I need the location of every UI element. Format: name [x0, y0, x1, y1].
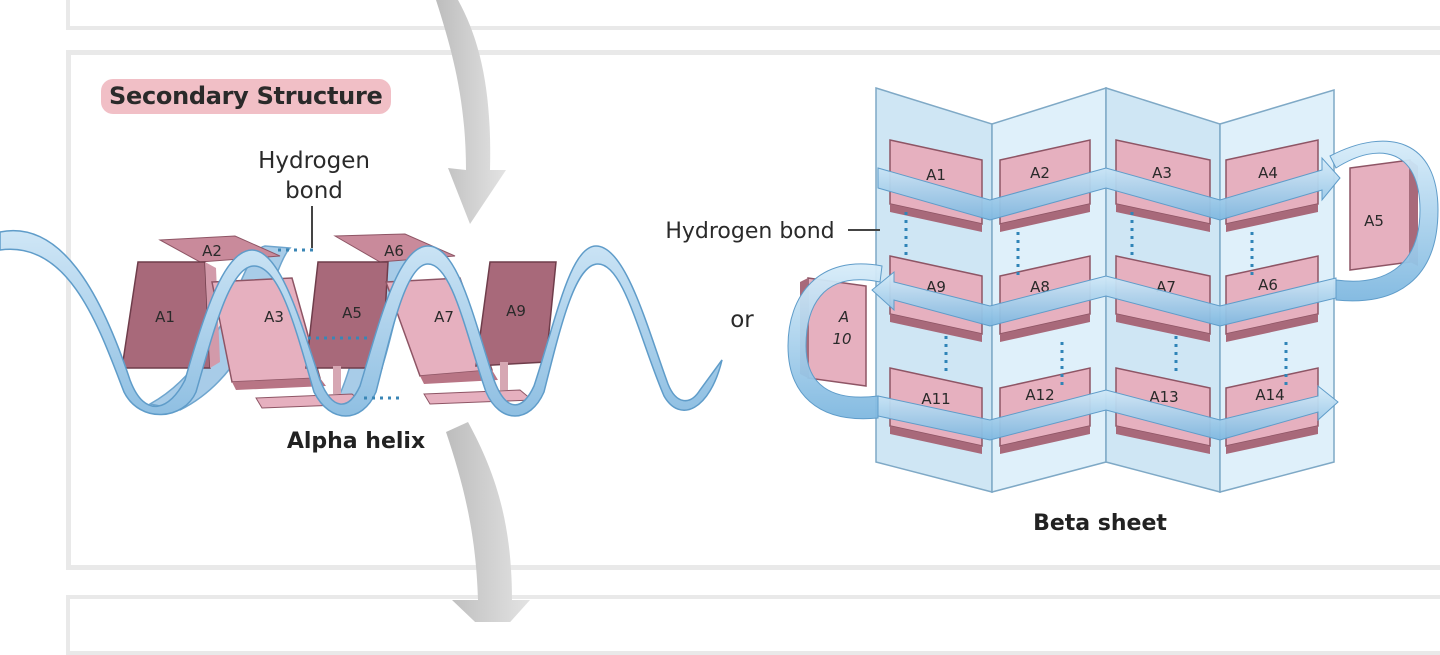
residue-label: A12 [1025, 386, 1054, 404]
residue-label: A6 [1258, 276, 1278, 294]
residue-label: A13 [1149, 388, 1178, 406]
previous-panel [66, 0, 1440, 30]
residue-label: 10 [832, 330, 851, 348]
beta-strand-2 [871, 270, 1337, 327]
beta-turn-right [1329, 140, 1439, 302]
down-arrow-top [436, 0, 506, 224]
residue-label: A3 [264, 308, 284, 326]
residue-label: A1 [155, 308, 175, 326]
residue-label: A2 [202, 242, 222, 260]
beta-sheet-caption: Beta sheet [1033, 511, 1167, 536]
residue-A2: A2 [202, 242, 222, 260]
residue-label: A5 [342, 304, 362, 322]
residue-label: A [838, 308, 849, 326]
sheet-hbond-label: Hydrogen bond [665, 219, 834, 244]
residue-A9: A9 [475, 261, 557, 367]
beta-strand-1 [877, 156, 1341, 221]
beta-strand-3 [877, 384, 1339, 441]
figure-svg: A1 A2 A3 A5 A6 A7 [0, 0, 1439, 622]
alpha-helix: A1 A2 A3 A5 A6 A7 [0, 148, 723, 454]
residue-b-A5: A5 [1349, 159, 1418, 271]
helix-hbond-label-line2: bond [285, 178, 343, 204]
residue-label: A14 [1255, 386, 1284, 404]
beta-sheet: A1 A2 A3 A4 A5 [665, 86, 1439, 536]
residue-label: A11 [921, 390, 950, 408]
down-arrow-bottom [446, 422, 530, 622]
residue-label: A7 [434, 308, 454, 326]
residue-label: A9 [506, 302, 526, 320]
or-connector: or [730, 307, 754, 333]
residue-label: A5 [1364, 212, 1384, 230]
beta-turn-left [787, 263, 883, 420]
residue-label: A1 [926, 166, 946, 184]
alpha-helix-caption: Alpha helix [287, 429, 425, 454]
helix-ribbon-front [0, 229, 723, 417]
residue-label: A6 [384, 242, 404, 260]
section-title: Secondary Structure [101, 79, 392, 114]
residue-label: A4 [1258, 164, 1278, 182]
helix-hbond-label-line1: Hydrogen [258, 148, 370, 174]
sheet-hydrogen-bonds [904, 212, 1288, 388]
residue-label: A3 [1152, 164, 1172, 182]
residue-A6: A6 [384, 242, 404, 260]
helix-hydrogen-bonds [278, 248, 404, 400]
residue-label: A2 [1030, 164, 1050, 182]
